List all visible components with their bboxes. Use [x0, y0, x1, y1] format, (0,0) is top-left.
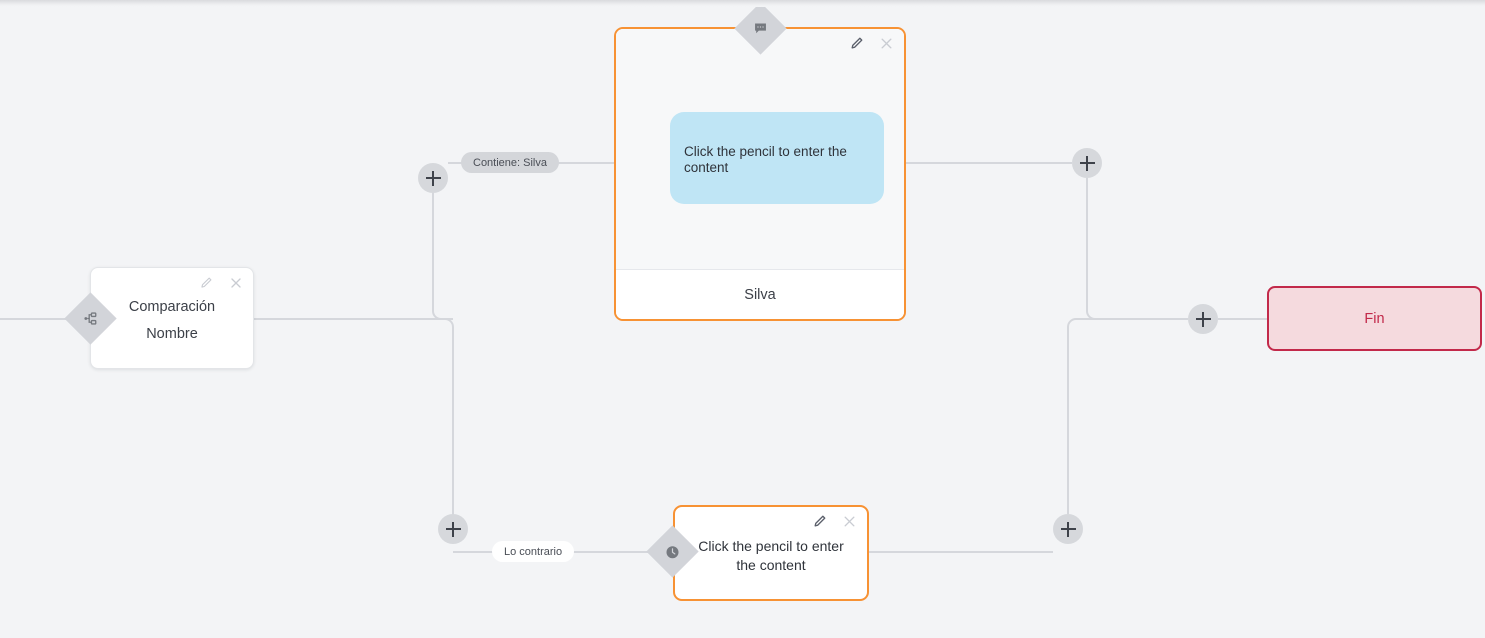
add-node-button-after-delay[interactable] [1053, 514, 1083, 544]
close-icon[interactable] [841, 513, 858, 530]
delay-node-text: Click the pencil to enter the content [698, 538, 844, 573]
comparison-node-actions [197, 274, 244, 291]
delay-node-actions [811, 513, 858, 530]
end-node[interactable]: Fin [1267, 286, 1482, 351]
add-node-button-false-branch[interactable] [438, 514, 468, 544]
delay-node-badge [646, 525, 699, 578]
edge-comparison-out [254, 318, 454, 328]
comparison-node-title: Comparación [128, 299, 216, 315]
add-node-button-after-message[interactable] [1072, 148, 1102, 178]
message-node-footer: Silva [616, 269, 904, 319]
add-node-button-before-end[interactable] [1188, 304, 1218, 334]
pencil-icon[interactable] [811, 513, 828, 530]
edge-label-false-branch[interactable]: Lo contrario [492, 541, 575, 562]
chat-bubble-icon [753, 21, 768, 36]
clock-icon [665, 544, 681, 560]
message-node-badge [734, 2, 787, 55]
edge-false-branch-riser [444, 327, 454, 530]
message-bubble: Click the pencil to enter the content [670, 112, 884, 204]
delay-node[interactable]: Click the pencil to enter the content [673, 505, 869, 601]
comparison-node-badge [64, 292, 117, 345]
comparison-node-text: Comparación Nombre [91, 294, 253, 348]
pencil-icon[interactable] [197, 274, 214, 291]
message-node-actions [848, 35, 895, 52]
comparison-node[interactable]: Comparación Nombre [90, 267, 254, 369]
edge-merge-from-top [1086, 178, 1188, 320]
branch-split-icon [83, 311, 98, 326]
message-node-body: Click the pencil to enter the content [616, 29, 904, 269]
close-icon[interactable] [878, 35, 895, 52]
close-icon[interactable] [227, 274, 244, 291]
comparison-node-subtitle: Nombre [146, 326, 198, 342]
pencil-icon[interactable] [848, 35, 865, 52]
add-node-button-true-branch[interactable] [418, 163, 448, 193]
message-node[interactable]: Click the pencil to enter the content Si… [614, 27, 906, 321]
edge-true-branch-riser [432, 186, 453, 320]
edge-label-true-branch[interactable]: Contiene: Silva [461, 152, 559, 173]
edge-merge-from-bottom [1067, 318, 1188, 514]
